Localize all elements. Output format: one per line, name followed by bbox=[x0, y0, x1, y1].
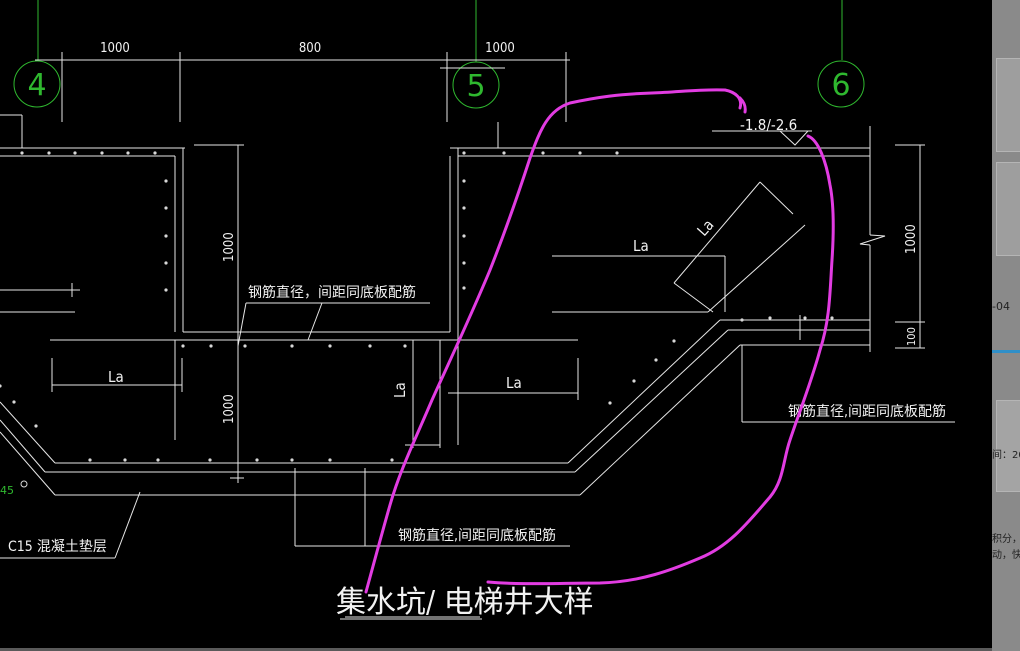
side-panel-text-3: 积分， bbox=[992, 534, 1020, 545]
dim-top-1: 1000 bbox=[100, 41, 130, 56]
axis-label-5: 5 bbox=[466, 69, 485, 104]
side-panel: -04 间：20 积分， 动，快 bbox=[992, 0, 1020, 651]
lap-label-1: La bbox=[108, 368, 124, 386]
rebar-note-right: 钢筋直径,间距同底板配筋 bbox=[788, 403, 946, 420]
lap-label-4: La bbox=[633, 237, 649, 255]
axis-bubble-6 bbox=[817, 60, 865, 108]
lap-label-2: La bbox=[506, 374, 522, 392]
rebar-note-lower: 钢筋直径,间距同底板配筋 bbox=[398, 527, 556, 544]
elevation-label: -1.8/-2.6 bbox=[740, 116, 797, 134]
side-panel-card-3[interactable] bbox=[996, 400, 1020, 492]
markup-freehand-loop bbox=[364, 88, 835, 594]
lap-label-3: La bbox=[391, 382, 409, 398]
axis-label-6: 6 bbox=[831, 68, 850, 103]
side-panel-card-1[interactable] bbox=[996, 58, 1020, 152]
axis-bubble-4 bbox=[13, 60, 61, 108]
cushion-label: C15 混凝土垫层 bbox=[8, 539, 107, 555]
section-linework bbox=[0, 52, 955, 620]
axis-lines bbox=[13, 0, 865, 109]
status-strip bbox=[0, 648, 992, 651]
dim-left-upper: 1000 bbox=[222, 232, 237, 262]
drawing-title: 集水坑/ 电梯井大样 bbox=[336, 585, 594, 620]
partial-green-label: 45 bbox=[0, 484, 14, 497]
side-panel-text-2: 间：20 bbox=[992, 450, 1020, 461]
dim-top-3: 1000 bbox=[485, 41, 515, 56]
side-panel-progress-bar bbox=[992, 350, 1020, 353]
rebar-dots bbox=[0, 151, 834, 462]
axis-bubble-5 bbox=[452, 61, 500, 109]
dim-top-2: 800 bbox=[299, 41, 321, 56]
cad-drawing-canvas[interactable]: 4 5 6 bbox=[0, 0, 992, 648]
axis-label-4: 4 bbox=[27, 68, 46, 103]
cad-drawing-svg: 4 5 6 bbox=[0, 0, 955, 620]
rebar-note-upper: 钢筋直径，间距同底板配筋 bbox=[248, 284, 416, 301]
side-panel-text-1: -04 bbox=[992, 300, 1010, 313]
side-panel-text-4: 动，快 bbox=[992, 550, 1020, 561]
side-panel-card-2[interactable] bbox=[996, 162, 1020, 256]
dim-right-small: 100 bbox=[905, 327, 918, 346]
dim-right-main: 1000 bbox=[904, 224, 919, 254]
dim-left-lower: 1000 bbox=[222, 394, 237, 424]
